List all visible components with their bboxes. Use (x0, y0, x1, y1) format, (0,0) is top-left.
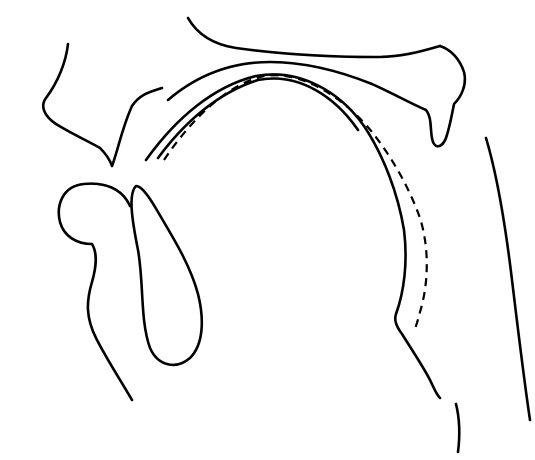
lower-pharynx-line (456, 404, 459, 452)
lower-lip (59, 184, 132, 400)
hard-palate-upper-line (188, 18, 440, 57)
tongue-contour (164, 75, 427, 332)
posterior-pharyngeal-wall (486, 138, 530, 420)
tongue (132, 186, 202, 365)
upper-lip-and-nose (43, 44, 162, 166)
